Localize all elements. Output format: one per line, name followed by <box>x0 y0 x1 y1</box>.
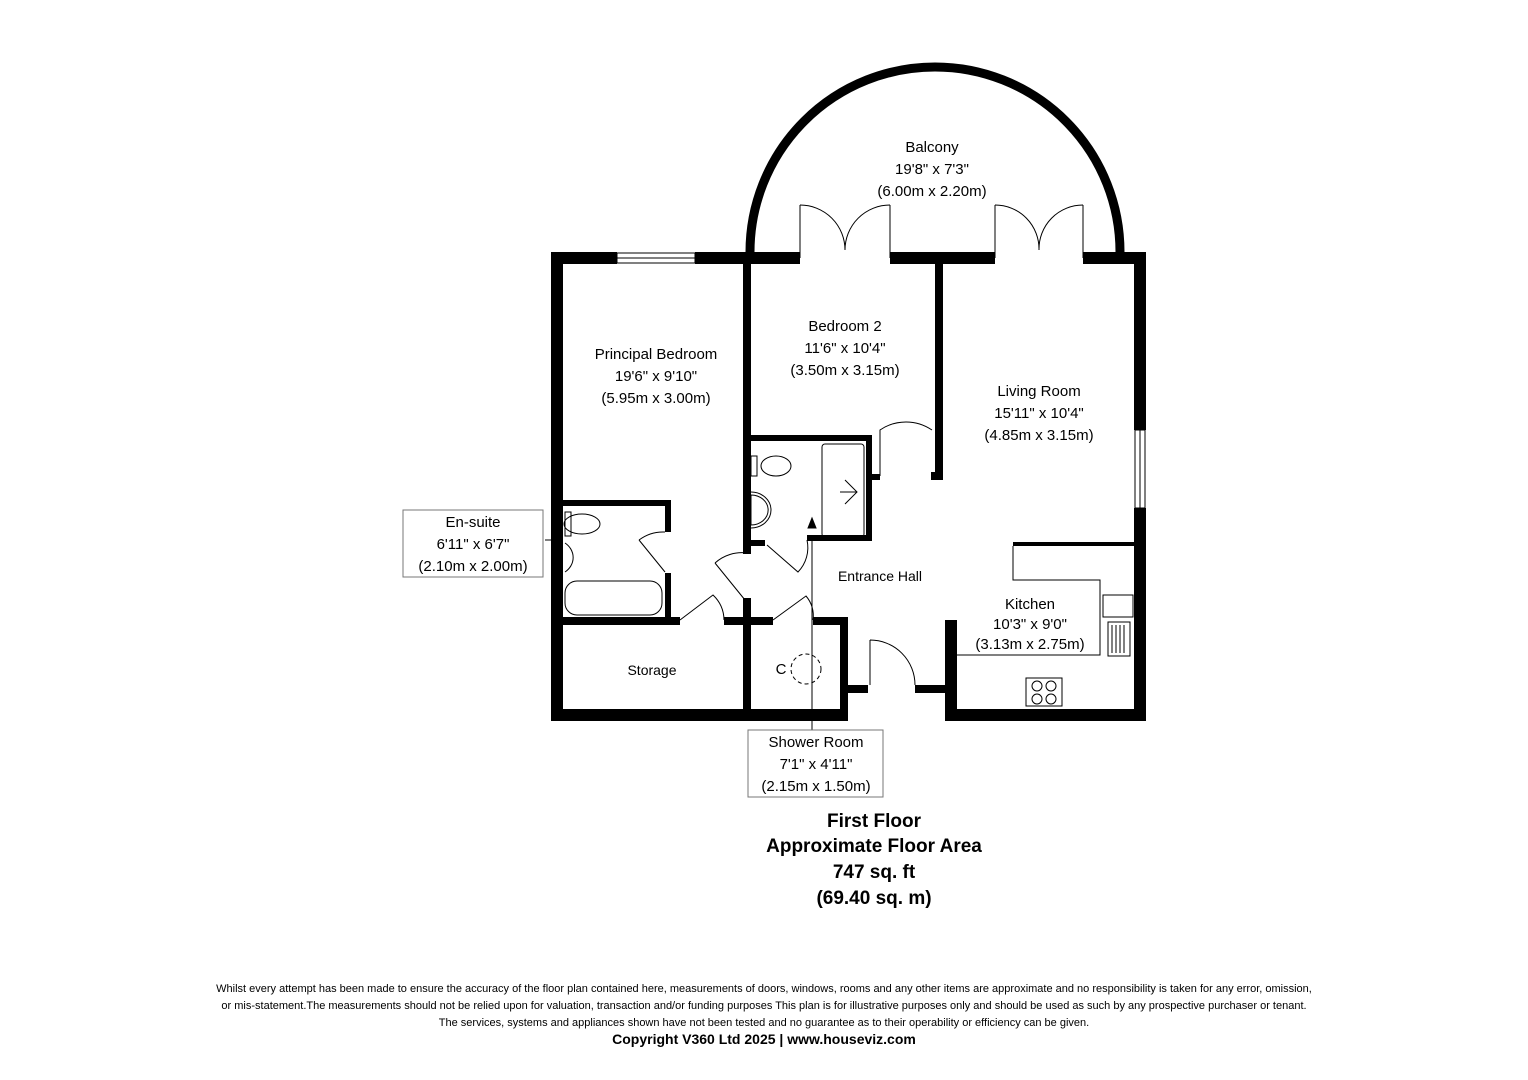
svg-text:10'3" x 9'0": 10'3" x 9'0" <box>993 616 1067 633</box>
svg-text:Balcony: Balcony <box>905 139 959 156</box>
svg-text:(2.10m x 2.00m): (2.10m x 2.00m) <box>418 558 527 575</box>
svg-text:19'8" x 7'3": 19'8" x 7'3" <box>895 161 969 178</box>
en-suite-label: En-suite 6'11" x 6'7" (2.10m x 2.00m) <box>418 514 527 575</box>
copyright: Copyright V360 Ltd 2025 | www.houseviz.c… <box>612 1031 916 1047</box>
disclaimer-line-1: Whilst every attempt has been made to en… <box>216 983 1312 995</box>
svg-text:747 sq. ft: 747 sq. ft <box>833 862 916 883</box>
svg-text:6'11" x 6'7": 6'11" x 6'7" <box>437 536 510 553</box>
disclaimer-line-2: or mis-statement.The measurements should… <box>221 1000 1307 1012</box>
cupboard-label: C <box>776 661 787 678</box>
svg-text:(6.00m x 2.20m): (6.00m x 2.20m) <box>877 183 986 200</box>
en-suite-label-box <box>402 509 544 578</box>
svg-text:19'6" x 9'10": 19'6" x 9'10" <box>615 368 697 385</box>
disclaimer-line-3: The services, systems and appliances sho… <box>438 1017 1090 1029</box>
shower-room-label: Shower Room 7'1" x 4'11" (2.15m x 1.50m) <box>761 734 870 795</box>
living-room-label: Living Room 15'11" x 10'4" (4.85m x 3.15… <box>984 383 1093 444</box>
svg-text:11'6" x 10'4": 11'6" x 10'4" <box>804 340 885 357</box>
balcony-arc <box>745 62 1125 253</box>
entrance-hall-label: Entrance Hall <box>838 568 922 584</box>
shower-room-label-box <box>747 729 884 798</box>
svg-text:Bedroom 2: Bedroom 2 <box>808 318 881 335</box>
svg-text:7'1" x 4'11": 7'1" x 4'11" <box>780 756 853 773</box>
principal-bedroom-label: Principal Bedroom 19'6" x 9'10" (5.95m x… <box>595 346 718 407</box>
kitchen-label: Kitchen 10'3" x 9'0" (3.13m x 2.75m) <box>975 596 1084 653</box>
svg-text:First Floor: First Floor <box>827 811 922 832</box>
floor-area-summary: First Floor Approximate Floor Area 747 s… <box>766 811 982 909</box>
fixtures <box>545 443 1134 740</box>
windows <box>616 252 1146 509</box>
svg-text:Principal Bedroom: Principal Bedroom <box>595 346 718 363</box>
svg-text:Approximate Floor Area: Approximate Floor Area <box>766 836 982 857</box>
svg-text:15'11" x 10'4": 15'11" x 10'4" <box>994 405 1084 422</box>
walls <box>551 252 1146 721</box>
bedroom-2-label: Bedroom 2 11'6" x 10'4" (3.50m x 3.15m) <box>790 318 899 379</box>
svg-text:(3.50m x 3.15m): (3.50m x 3.15m) <box>790 362 899 379</box>
svg-text:Shower Room: Shower Room <box>768 734 863 751</box>
svg-text:(2.15m x 1.50m): (2.15m x 1.50m) <box>761 778 870 795</box>
svg-text:(4.85m x 3.15m): (4.85m x 3.15m) <box>984 427 1093 444</box>
svg-text:(3.13m x 2.75m): (3.13m x 2.75m) <box>975 636 1084 653</box>
storage-label: Storage <box>627 662 676 678</box>
balcony-label: Balcony 19'8" x 7'3" (6.00m x 2.20m) <box>877 139 986 200</box>
svg-text:En-suite: En-suite <box>445 514 500 531</box>
svg-text:(69.40 sq. m): (69.40 sq. m) <box>816 888 931 909</box>
internal-doors <box>638 421 933 686</box>
svg-text:(5.95m x 3.00m): (5.95m x 3.00m) <box>601 390 710 407</box>
svg-text:Kitchen: Kitchen <box>1005 596 1055 613</box>
french-doors <box>799 204 1084 258</box>
svg-text:Living Room: Living Room <box>997 383 1080 400</box>
